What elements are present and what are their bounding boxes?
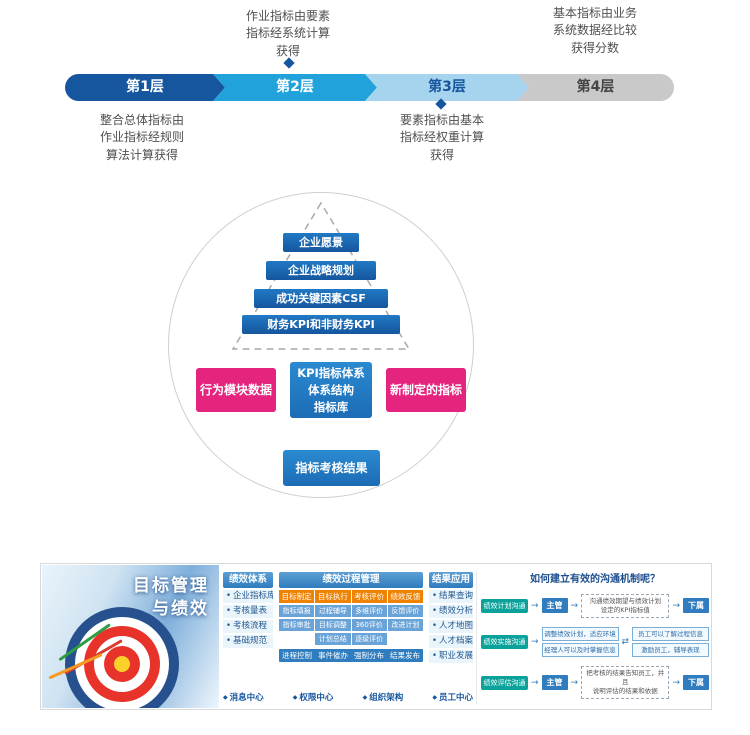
communication-row-plan: 绩效计划沟通 → 主管 → 沟通绩效期望与绩效计划 设定的KPI指标值 → 下属 xyxy=(481,594,709,618)
list-item: 企业指标库 xyxy=(223,590,273,603)
footer-item: 进程控制 xyxy=(282,651,312,660)
layer-bar-2: 第2层 xyxy=(213,74,377,101)
layer-bar-4: 第4层 xyxy=(517,74,674,101)
center-links-strip: 消息中心 权限中心 组织架构 员工中心 xyxy=(223,691,473,703)
cell-column: 多维评价 360评价 逐级评价 xyxy=(351,605,387,645)
note-layer1-description: 整合总体指标由 作业指标经规则 算法计算获得 xyxy=(99,113,184,162)
cell-column: 过程辅导 目标调整 计划总结 xyxy=(315,605,351,645)
process-management-header: 绩效过程管理 xyxy=(279,572,423,588)
plan-communication-note: 沟通绩效期望与绩效计划 设定的KPI指标值 xyxy=(581,594,670,618)
list-item: 基础规范 xyxy=(223,635,273,648)
pyramid-level-kpi: 财务KPI和非财务KPI xyxy=(242,315,400,334)
tab-goal-execution: 目标执行 xyxy=(315,590,351,603)
footer-item: 事件催办 xyxy=(318,651,348,660)
list-item: 绩效分析 xyxy=(429,605,473,618)
pill-evaluation-communication: 绩效评估沟通 xyxy=(481,675,528,690)
evaluation-communication-note: 把考核的结果告知员工，并且 说明评估的结果和依据 xyxy=(581,666,670,699)
communication-row-evaluation: 绩效评估沟通 → 主管 → 把考核的结果告知员工，并且 说明评估的结果和依据 →… xyxy=(481,666,709,699)
note-layer4-description: 基本指标由业务 系统数据经比较 获得分数 xyxy=(552,6,637,55)
vertical-divider xyxy=(476,570,477,704)
benefit-item: 员工可以了解过程信息 xyxy=(632,626,709,641)
manager-benefit-stack: 调整绩效计划，适应环境 经理人可以及时掌握信息 xyxy=(541,626,619,658)
column-result-application: 结果应用 结果查询 绩效分析 人才地图 人才档案 职业发展 xyxy=(429,572,473,663)
center-item-employee: 员工中心 xyxy=(432,691,473,703)
cell-item: 过程辅导 xyxy=(315,605,351,617)
footer-item: 结果发布 xyxy=(390,651,420,660)
tab-assessment: 考核评价 xyxy=(351,590,387,603)
cell-item: 多维评价 xyxy=(351,605,387,617)
cell-item: 改进计划 xyxy=(387,619,423,631)
arrow-right-icon: → xyxy=(570,600,579,611)
tab-goal-setting: 目标制定 xyxy=(279,590,315,603)
banner-photo-title: 目标管理 与绩效 xyxy=(133,576,209,619)
note-layer3-description: 要素指标由基本 指标经权重计算 获得 xyxy=(399,113,484,162)
target-photo: 目标管理 与绩效 xyxy=(42,565,219,708)
pill-implementation-communication: 绩效实施沟通 xyxy=(481,634,528,649)
arrow-right-icon: → xyxy=(570,677,579,688)
benefit-item: 经理人可以及时掌握信息 xyxy=(541,642,619,658)
benefit-item: 调整绩效计划，适应环境 xyxy=(541,626,619,641)
pyramid-level-vision: 企业愿景 xyxy=(283,233,359,252)
tab-feedback: 绩效反馈 xyxy=(387,590,423,603)
system-circle xyxy=(168,192,474,498)
list-item: 职业发展 xyxy=(429,650,473,663)
process-cells: 指标填报 指标审批 过程辅导 目标调整 计划总结 多维评价 360评价 逐级评价… xyxy=(279,605,423,645)
cell-item: 逐级评价 xyxy=(351,633,387,645)
pill-plan-communication: 绩效计划沟通 xyxy=(481,598,528,613)
process-tabs: 目标制定 目标执行 考核评价 绩效反馈 xyxy=(279,590,423,603)
target-bullseye xyxy=(114,656,130,672)
arrow-right-icon: → xyxy=(531,636,539,647)
behavior-data-box: 行为模块数据 xyxy=(196,368,276,412)
cell-item: 360评价 xyxy=(351,619,387,631)
supervisor-box: 主管 xyxy=(541,675,568,691)
layer-bar-3: 第3层 xyxy=(365,74,529,101)
cell-item: 目标调整 xyxy=(315,619,351,631)
center-item-organization: 组织架构 xyxy=(363,691,403,703)
supervisor-box: 主管 xyxy=(541,598,568,614)
arrow-right-icon: → xyxy=(531,677,539,688)
employee-benefit-stack: 员工可以了解过程信息 激励员工，辅导表现 xyxy=(632,626,709,658)
list-item: 考核量表 xyxy=(223,605,273,618)
footer-item: 强制分布 xyxy=(354,651,384,660)
communication-row-implementation: 绩效实施沟通 → 调整绩效计划，适应环境 经理人可以及时掌握信息 ⇄ 员工可以了… xyxy=(481,626,709,658)
cell-item: 指标审批 xyxy=(279,619,315,631)
subordinate-box: 下属 xyxy=(683,675,709,691)
result-application-header: 结果应用 xyxy=(429,572,473,588)
list-item: 结果查询 xyxy=(429,590,473,603)
layer-bar-1: 第1层 xyxy=(65,74,225,101)
list-item: 考核流程 xyxy=(223,620,273,633)
note-layer2-description: 作业指标由要素 指标经系统计算 获得 xyxy=(245,9,330,58)
pyramid-level-strategy: 企业战略规划 xyxy=(266,261,376,280)
communication-title: 如何建立有效的沟通机制呢？ xyxy=(530,574,660,585)
cell-column: 反馈评价 改进计划 xyxy=(387,605,423,645)
new-indicator-box: 新制定的指标 xyxy=(386,368,466,412)
center-item-permission: 权限中心 xyxy=(293,691,333,703)
cell-item: 指标填报 xyxy=(279,605,315,617)
product-banner: 目标管理 与绩效 绩效体系 企业指标库 考核量表 考核流程 基础规范 绩效过程管… xyxy=(40,563,712,710)
list-item: 人才档案 xyxy=(429,635,473,648)
cell-column: 指标填报 指标审批 xyxy=(279,605,315,645)
process-footer-bar: 进程控制 事件催办 强制分布 结果发布 xyxy=(279,649,423,662)
column-performance-system: 绩效体系 企业指标库 考核量表 考核流程 基础规范 xyxy=(223,572,273,648)
center-item-message: 消息中心 xyxy=(223,691,264,703)
pyramid-level-csf: 成功关键因素CSF xyxy=(254,289,388,308)
arrow-right-icon: → xyxy=(531,600,539,611)
benefit-item: 激励员工，辅导表现 xyxy=(632,642,709,658)
arrow-right-icon: → xyxy=(672,677,680,688)
performance-system-header: 绩效体系 xyxy=(223,572,273,588)
arrow-both-icon: ⇄ xyxy=(621,636,630,647)
kpi-structure-box: KPI指标体系 体系结构 指标库 xyxy=(290,362,372,418)
cell-item: 反馈评价 xyxy=(387,605,423,617)
assessment-result-box: 指标考核结果 xyxy=(283,450,380,486)
communication-panel: 如何建立有效的沟通机制呢？ 绩效计划沟通 → 主管 → 沟通绩效期望与绩效计划 … xyxy=(481,570,709,699)
cell-item: 计划总结 xyxy=(315,633,351,645)
arrow-right-icon: → xyxy=(672,600,680,611)
list-item: 人才地图 xyxy=(429,620,473,633)
column-process-management: 绩效过程管理 目标制定 目标执行 考核评价 绩效反馈 指标填报 指标审批 过程辅… xyxy=(279,572,423,662)
subordinate-box: 下属 xyxy=(683,598,709,614)
